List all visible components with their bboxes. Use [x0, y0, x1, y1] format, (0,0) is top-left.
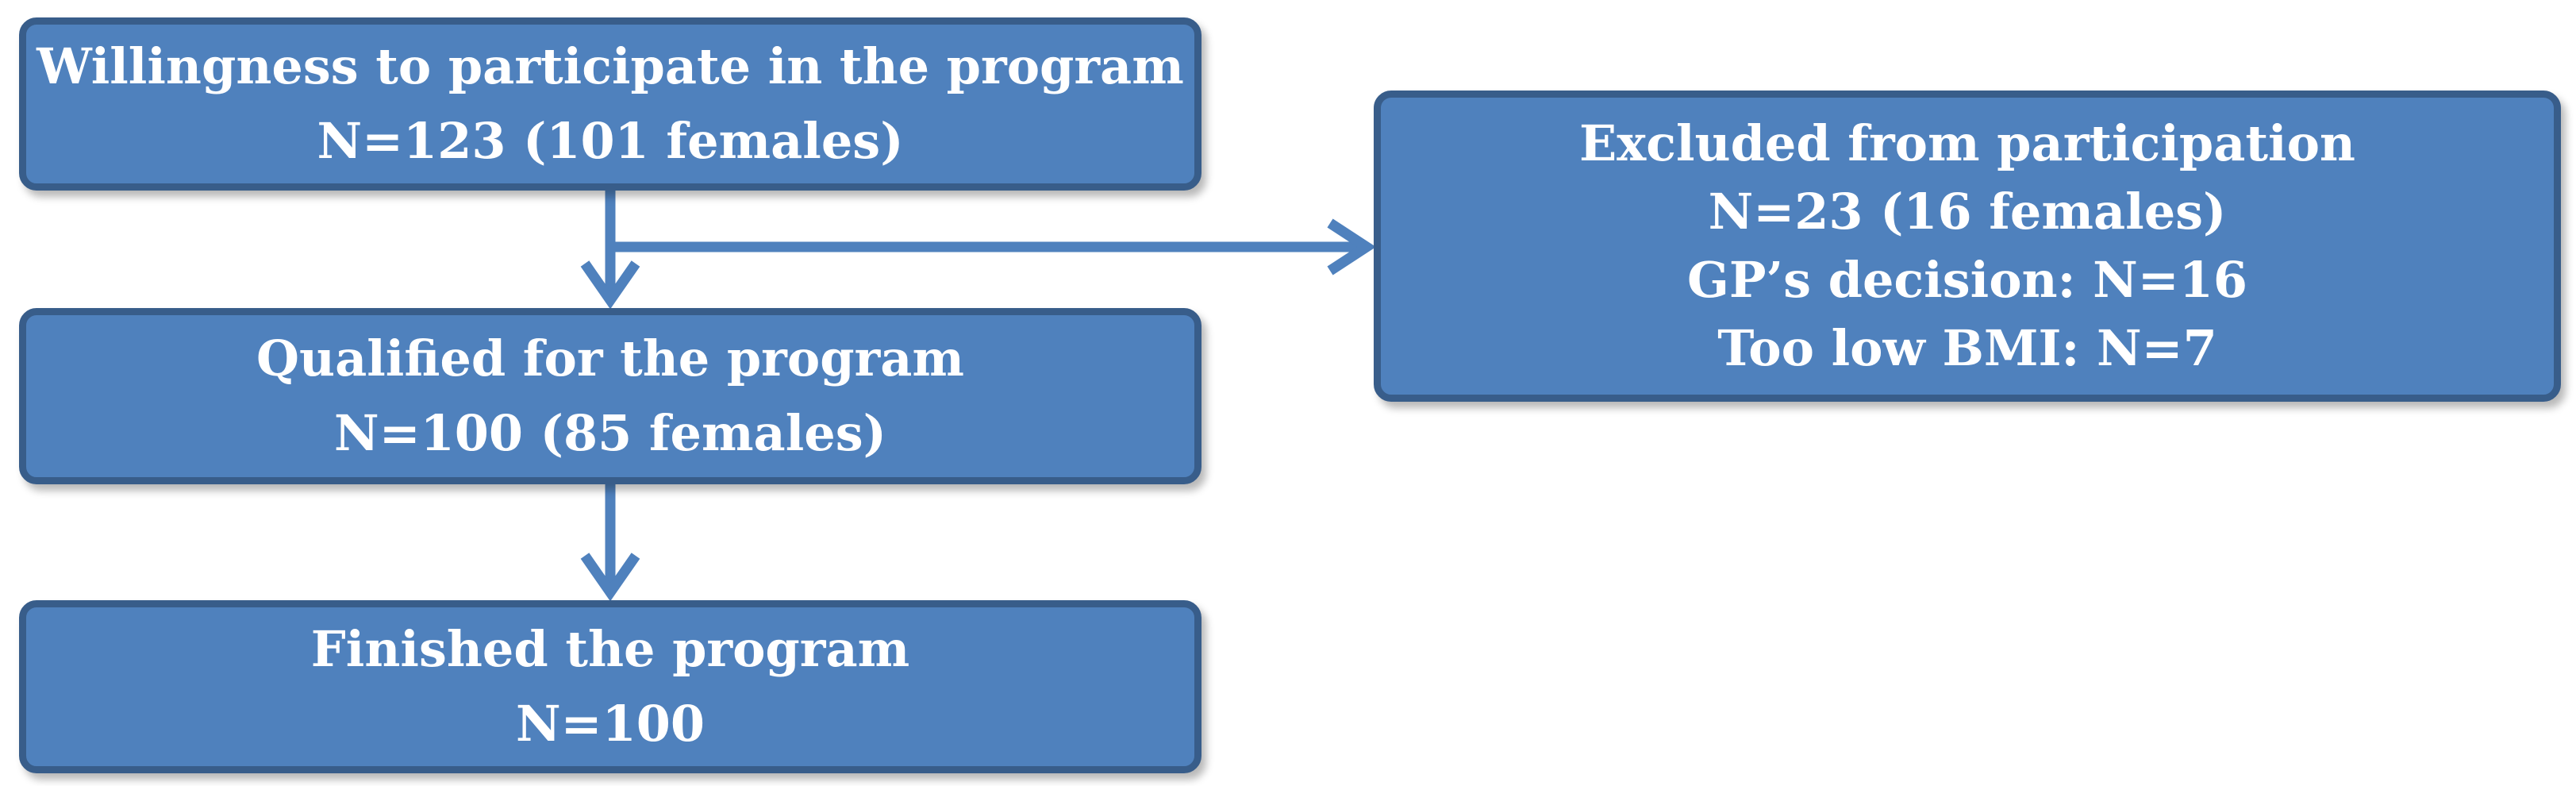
- qualified-count: N=100 (85 females): [334, 404, 886, 462]
- willingness-count: N=123 (101 females): [317, 112, 904, 170]
- finished-box: Finished the program N=100: [19, 600, 1201, 773]
- excluded-box: Excluded from participation N=23 (16 fem…: [1374, 91, 2561, 402]
- qualified-title: Qualified for the program: [256, 329, 964, 387]
- arrowhead-qualified: [580, 260, 640, 310]
- arrowhead-finished: [580, 553, 640, 602]
- willingness-box: Willingness to participate in the progra…: [19, 17, 1201, 191]
- finished-count: N=100: [515, 695, 706, 753]
- willingness-title: Willingness to participate in the progra…: [37, 37, 1184, 95]
- excluded-low-bmi: Too low BMI: N=7: [1717, 319, 2217, 377]
- qualified-box: Qualified for the program N=100 (85 fema…: [19, 308, 1201, 484]
- excluded-count: N=23 (16 females): [1708, 183, 2227, 241]
- excluded-title: Excluded from participation: [1578, 114, 2356, 172]
- excluded-gp-decision: GP’s decision: N=16: [1686, 251, 2247, 309]
- arrowhead-excluded: [1327, 218, 1376, 275]
- finished-title: Finished the program: [310, 620, 910, 678]
